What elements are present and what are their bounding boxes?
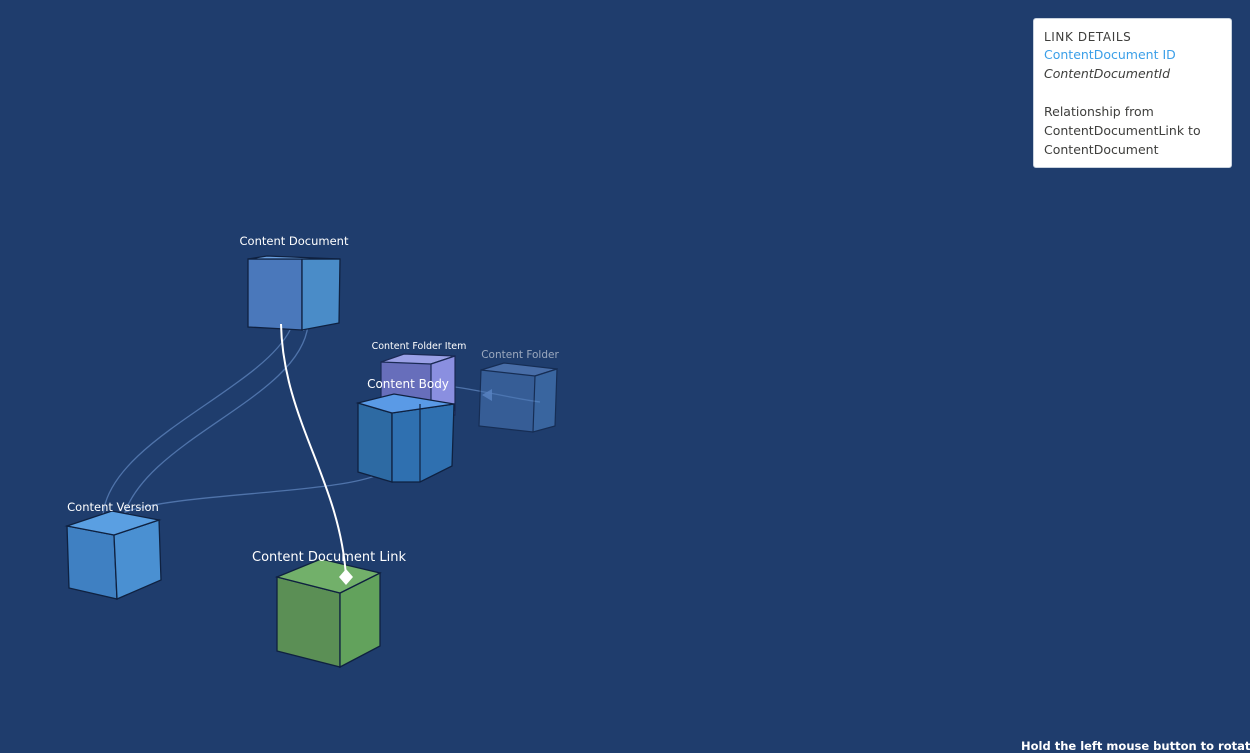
selected-link-end-marker [339, 569, 353, 585]
details-description: Relationship from ContentDocumentLink to… [1044, 104, 1201, 157]
node-label: Content Document [240, 234, 349, 248]
relationship-links [102, 324, 541, 523]
selected-link-documentlink-to-document[interactable] [280, 323, 347, 578]
details-title: LINK DETAILS [1044, 30, 1132, 44]
link-body-to-version[interactable] [124, 465, 393, 513]
node-label: Content Folder [481, 349, 559, 361]
node-label: Content Document Link [252, 550, 406, 565]
details-field-link[interactable]: ContentDocument ID [1044, 47, 1176, 62]
link-version-to-document[interactable] [102, 329, 291, 516]
node-content-folder[interactable]: Content Folder [478, 349, 559, 433]
node-label: Content Version [67, 500, 159, 514]
node-content-document[interactable]: Content Document [240, 234, 349, 331]
link-version-to-document-2[interactable] [121, 324, 309, 523]
node-content-document-link[interactable]: Content Document Link [252, 550, 406, 669]
node-label: Content Body [367, 377, 449, 391]
node-label: Content Folder Item [372, 341, 467, 352]
node-content-version[interactable]: Content Version [64, 500, 162, 600]
node-content-body[interactable]: Content Body [355, 377, 455, 483]
rotate-hint: Hold the left mouse button to rotate. [1021, 739, 1250, 753]
link-details-panel: LINK DETAILS ContentDocument ID ContentD… [1033, 18, 1232, 168]
details-api-name: ContentDocumentId [1044, 66, 1171, 81]
